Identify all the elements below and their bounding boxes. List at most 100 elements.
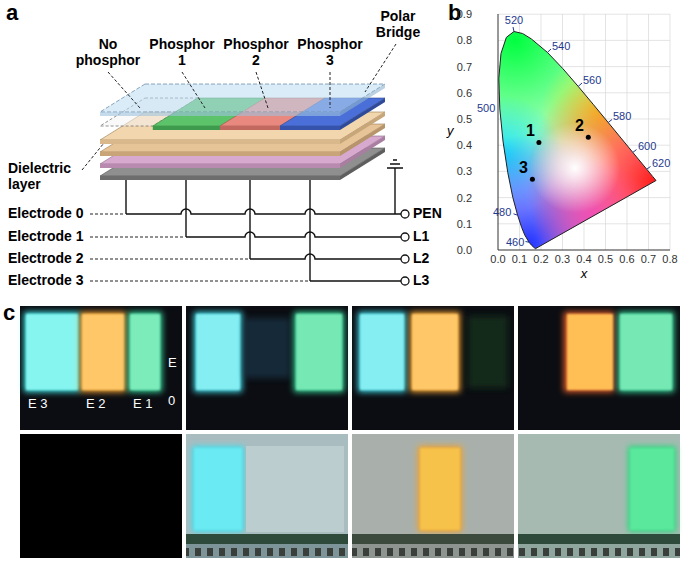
chromaticity-horseshoe [490, 20, 665, 255]
device-photo [620, 314, 672, 390]
axis-tick: 0.1 [512, 253, 527, 266]
device-photo [618, 312, 674, 392]
wavelength-label: 560 [583, 74, 601, 87]
device-photo [24, 312, 80, 392]
chart-axis [498, 250, 670, 251]
axis-tick: 0.4 [576, 253, 591, 266]
electrode-marker: E 3 [28, 397, 48, 412]
color-point [536, 140, 541, 145]
part-label: Phosphor 2 [223, 36, 288, 68]
electrode-label: Electrode 3 [8, 272, 83, 288]
device-photo [196, 314, 240, 390]
device-photo [518, 534, 680, 544]
leader-line [256, 72, 268, 108]
device-photo [20, 434, 182, 558]
part-label: Phosphor 3 [297, 36, 362, 68]
wavelength-label: 600 [638, 140, 656, 153]
leader-line [82, 44, 396, 281]
wavelength-label: 500 [477, 102, 495, 115]
axis-tick: 0.8 [457, 34, 472, 47]
wavelength-label: 460 [506, 236, 524, 249]
color-point [586, 135, 591, 140]
device-photo [518, 434, 680, 558]
axis-tick: 0.6 [457, 86, 472, 99]
device-photo [186, 306, 348, 430]
part-label: Dielectric layer [8, 160, 71, 192]
device-photo [352, 434, 514, 534]
chromaticity-horseshoe [490, 20, 665, 255]
chromaticity-horseshoe [490, 20, 665, 255]
wavelength-tick [547, 49, 551, 52]
axis-tick: 0.4 [457, 139, 472, 152]
axis-tick: 0.6 [619, 253, 634, 266]
chromaticity-horseshoe [490, 20, 665, 255]
device-photo [352, 534, 514, 544]
chromaticity-horseshoe [490, 20, 665, 255]
device-photo [296, 314, 342, 390]
device-photo [194, 312, 242, 392]
polar-bridge-layer [100, 112, 340, 116]
device-photo [518, 434, 680, 534]
axis-tick: 0.8 [662, 253, 677, 266]
device-photo [186, 548, 348, 556]
axis-tick: 0.5 [457, 113, 472, 126]
part-label: Polar Bridge [376, 8, 420, 40]
wire [125, 180, 126, 214]
dielectric-layer [100, 140, 340, 144]
device-photo [352, 434, 514, 558]
device-photo [246, 446, 344, 532]
electrode-label: Electrode 0 [8, 205, 83, 221]
wavelength-tick [647, 167, 651, 170]
axis-tick: 0.7 [641, 253, 656, 266]
wire [387, 160, 403, 168]
electrode-label: Electrode 2 [8, 250, 83, 266]
device-photo [352, 548, 514, 556]
axis-label: x [581, 267, 588, 282]
panel-letter: a [6, 0, 18, 25]
leader-line [330, 72, 331, 108]
electrode-marker: E 2 [86, 397, 106, 412]
device-photo [412, 314, 458, 390]
chromaticity-horseshoe [490, 20, 665, 255]
axis-tick: 0.0 [457, 244, 472, 257]
device-photo [20, 434, 182, 558]
wavelength-tick [526, 241, 530, 243]
device-photo [518, 306, 680, 430]
device-photo [82, 314, 124, 390]
wavelength-label: 480 [493, 206, 511, 219]
device-photo [352, 306, 514, 430]
electrode-marker: E [168, 356, 177, 371]
polar-bridge-layer [100, 84, 385, 112]
leader-line [365, 44, 396, 92]
chart-grid [498, 14, 670, 15]
electrode-label: Electrode 1 [8, 228, 83, 244]
chromaticity-horseshoe [499, 32, 656, 249]
panel-letter: c [3, 300, 15, 325]
axis-tick: 0.0 [490, 253, 505, 266]
wire [309, 180, 310, 281]
wire [126, 209, 401, 214]
leader-line [108, 72, 140, 108]
chromaticity-horseshoe [490, 20, 665, 255]
part-label: Phosphor 1 [149, 36, 214, 68]
wavelength-tick [633, 150, 637, 153]
terminal-circle [401, 210, 409, 218]
chart-grid [627, 14, 628, 250]
electrode-marker: 0 [168, 394, 175, 409]
axis-tick: 0.7 [457, 60, 472, 73]
color-point [530, 177, 535, 182]
device-photo [630, 448, 674, 530]
device-photo [186, 306, 348, 430]
part-label: No phosphor [76, 36, 141, 68]
wavelength-tick [513, 27, 514, 32]
wire [249, 180, 250, 259]
terminal-circle [401, 277, 409, 285]
device-photo [420, 448, 460, 530]
axis-label: y [447, 124, 454, 139]
device-photo [130, 314, 160, 390]
device-photo [360, 314, 404, 390]
device-photo [518, 434, 680, 558]
device-photo [410, 312, 460, 392]
terminal-circle [401, 210, 409, 285]
